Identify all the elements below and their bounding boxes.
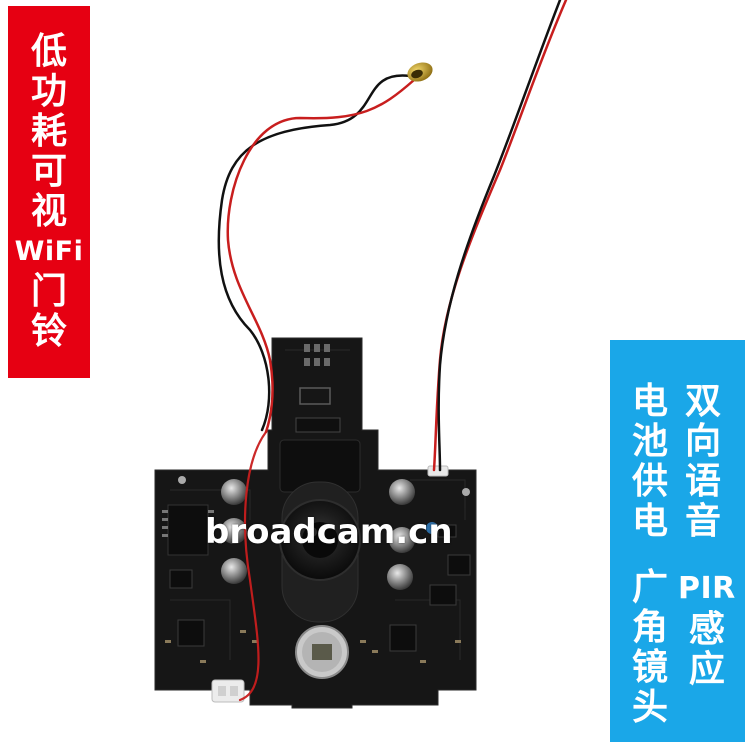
feature-char: 电 bbox=[632, 381, 669, 422]
feature-char: 镜 bbox=[632, 647, 669, 688]
feature-pir-label: PIR bbox=[678, 571, 736, 606]
product-title-banner: 低 功 耗 可 视 WiFi 门 铃 bbox=[8, 6, 90, 378]
ir-led bbox=[221, 479, 438, 590]
banner-char: 耗 bbox=[30, 111, 67, 152]
feature-char: 双 bbox=[685, 381, 722, 422]
banner-char: 门 bbox=[30, 271, 67, 312]
feature-char: 向 bbox=[685, 421, 722, 462]
feature-char: 角 bbox=[632, 607, 669, 648]
watermark-text: broadcam.cn bbox=[205, 512, 453, 552]
banner-wifi: WiFi bbox=[14, 236, 84, 267]
banner-char: 功 bbox=[30, 71, 67, 112]
camera-lens bbox=[279, 481, 361, 623]
pir-sensor bbox=[295, 625, 349, 679]
feature-char: 电 bbox=[632, 501, 669, 542]
microphone-wires bbox=[217, 74, 416, 702]
feature-char: 头 bbox=[632, 687, 669, 728]
microphone bbox=[407, 62, 433, 82]
feature-char: 音 bbox=[685, 501, 722, 542]
feature-char: 供 bbox=[632, 461, 669, 502]
wire-connector bbox=[211, 465, 449, 703]
feature-char: 广 bbox=[632, 567, 669, 608]
feature-wide-angle-lens: 广 角 镜 头 bbox=[632, 568, 668, 728]
banner-char: 视 bbox=[30, 191, 67, 232]
feature-two-way-audio: 双 向 语 音 bbox=[685, 382, 721, 542]
feature-battery-powered: 电 池 供 电 bbox=[632, 382, 668, 542]
feature-char: 应 bbox=[688, 649, 725, 690]
features-panel: 电 池 供 电 双 向 语 音 广 角 镜 头 PIR 感 应 bbox=[610, 340, 745, 742]
feature-char: 语 bbox=[685, 461, 722, 502]
feature-char: 池 bbox=[632, 421, 669, 462]
banner-char: 低 bbox=[30, 31, 67, 72]
banner-char: 可 bbox=[30, 151, 67, 192]
speaker-wires bbox=[432, 0, 568, 472]
banner-char: 铃 bbox=[30, 311, 67, 352]
feature-char: 感 bbox=[688, 609, 725, 650]
feature-pir-sensing: PIR 感 应 bbox=[678, 568, 736, 690]
